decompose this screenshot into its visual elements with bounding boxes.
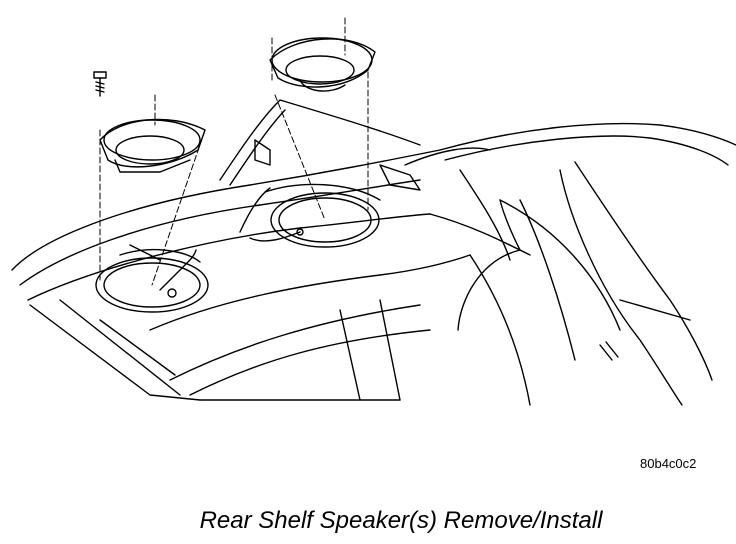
rear-shelf-panel — [12, 150, 470, 400]
trunk-lid-opening — [430, 124, 736, 405]
speaker-screw — [94, 72, 106, 96]
right-speaker — [270, 38, 375, 91]
part-code: 80b4c0c2 — [640, 456, 697, 471]
right-speaker-opening — [265, 184, 380, 247]
rear-shelf-speaker-diagram — [0, 0, 736, 430]
back-window-edge — [220, 100, 420, 190]
left-speaker — [100, 119, 205, 172]
speaker-wiring-harness — [130, 148, 520, 330]
figure-caption: Rear Shelf Speaker(s) Remove/Install — [199, 507, 603, 534]
left-speaker-opening — [96, 250, 208, 312]
alignment-lines — [100, 18, 368, 285]
